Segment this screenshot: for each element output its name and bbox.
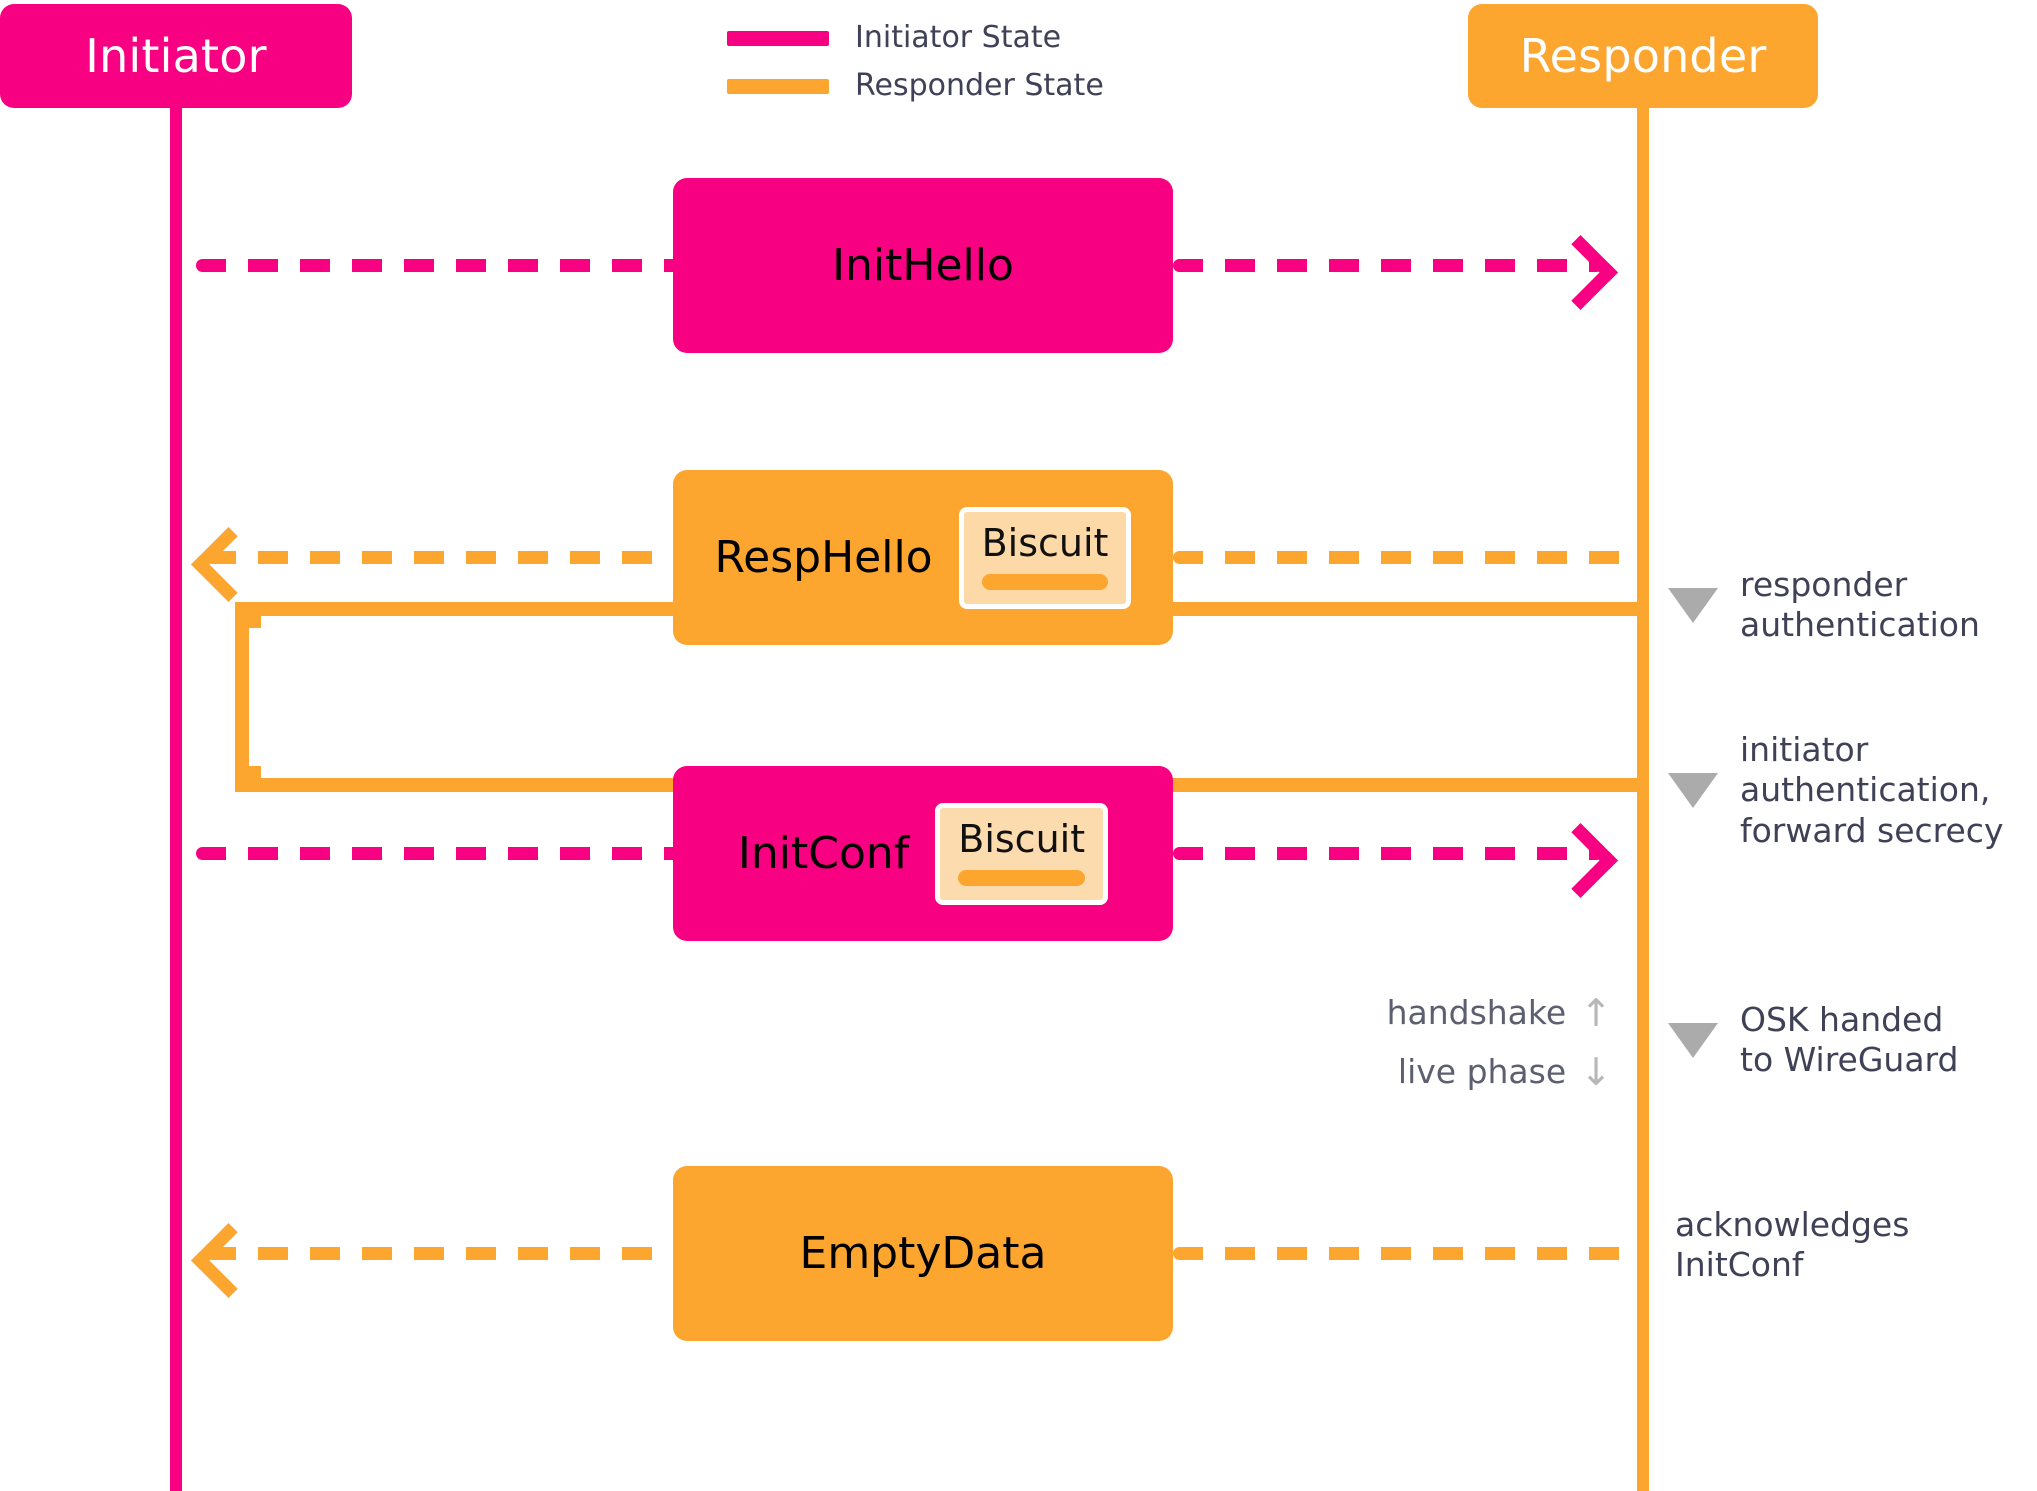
message-label-resphello: RespHello [714,531,933,583]
arrow-emptydata-left [191,1222,681,1298]
annotation-acknowledges-initconf: acknowledges InitConf [1675,1205,1909,1286]
state-path-loop-bottom [235,778,685,792]
phase-live-label: live phase [1397,1052,1567,1092]
biscuit-bar-icon [958,869,1086,886]
state-path-resphello-left [235,602,685,616]
message-box-resphello[interactable]: RespHello Biscuit [673,470,1173,645]
arrow-down-icon: ↓ [1580,1049,1612,1094]
arrowhead-left-emptydata [191,1222,266,1298]
state-path-loop-vertical [235,602,249,792]
actor-initiator-label: Initiator [85,29,267,83]
legend-swatch-initiator [727,30,829,46]
legend-label-responder: Responder State [855,68,1104,103]
arrow-inithello-left [196,259,681,272]
annotation-text: responder authentication [1740,565,1980,645]
legend-item-responder-state: Responder State [727,62,1147,110]
annotation-text: acknowledges InitConf [1675,1205,1910,1285]
triangle-down-icon [1668,1022,1718,1058]
message-box-emptydata[interactable]: EmptyData [673,1166,1173,1341]
biscuit-label-initconf: Biscuit [958,816,1086,861]
annotation-text: initiator authentication, forward secrec… [1740,730,2004,850]
arrow-initconf-right [1173,822,1618,898]
arrow-up-icon: ↑ [1580,990,1612,1035]
actor-initiator: Initiator [0,4,352,108]
phase-live-row: live phase ↓ [1398,1051,1612,1092]
message-label-inithello: InitHello [832,239,1014,291]
message-box-inithello[interactable]: InitHello [673,178,1173,353]
arrowhead-right-initconf [1543,822,1618,898]
annotation-text: OSK handed to WireGuard [1740,1000,1959,1080]
phase-handshake-row: handshake ↑ [1387,992,1612,1033]
arrowhead-left-resphello [191,526,266,602]
arrow-emptydata-right [1173,1247,1637,1260]
arrow-resphello-left [191,526,681,602]
arrowhead-right-inithello [1543,234,1618,310]
state-path-responder-vertical-upper [1637,560,1649,616]
legend-item-initiator-state: Initiator State [727,14,1147,62]
legend-label-initiator: Initiator State [855,20,1062,55]
arrow-inithello-right [1173,234,1618,310]
triangle-down-icon [1668,772,1718,808]
arrow-resphello-right [1173,551,1637,564]
state-path-initconf-to-responder [1165,778,1649,792]
biscuit-badge-resphello: Biscuit [958,506,1132,609]
lifeline-initiator [170,104,182,1491]
annotation-osk-handed: OSK handed to WireGuard [1668,1000,1958,1081]
phase-handshake-label: handshake [1386,993,1567,1032]
state-path-responder-vertical-lower [1637,778,1649,1491]
state-path-loop-corner-bl [235,766,261,792]
biscuit-label-resphello: Biscuit [981,520,1109,565]
triangle-down-icon [1668,587,1718,623]
biscuit-badge-initconf: Biscuit [935,802,1109,905]
actor-responder: Responder [1468,4,1818,108]
phase-divider-labels: handshake ↑ live phase ↓ [1300,992,1612,1093]
legend-swatch-responder [727,78,829,94]
annotation-responder-authentication: responder authentication [1668,565,1980,646]
biscuit-bar-icon [981,573,1109,590]
message-label-emptydata: EmptyData [799,1227,1047,1279]
legend: Initiator State Responder State [727,14,1147,110]
state-path-loop-corner-tl [235,602,261,628]
state-path-resphello-to-responder [1165,602,1649,616]
message-box-initconf[interactable]: InitConf Biscuit [673,766,1173,941]
actor-responder-label: Responder [1519,29,1767,83]
message-label-initconf: InitConf [737,827,910,879]
arrow-initconf-left [196,847,681,860]
annotation-initiator-authentication: initiator authentication, forward secrec… [1668,730,2003,851]
